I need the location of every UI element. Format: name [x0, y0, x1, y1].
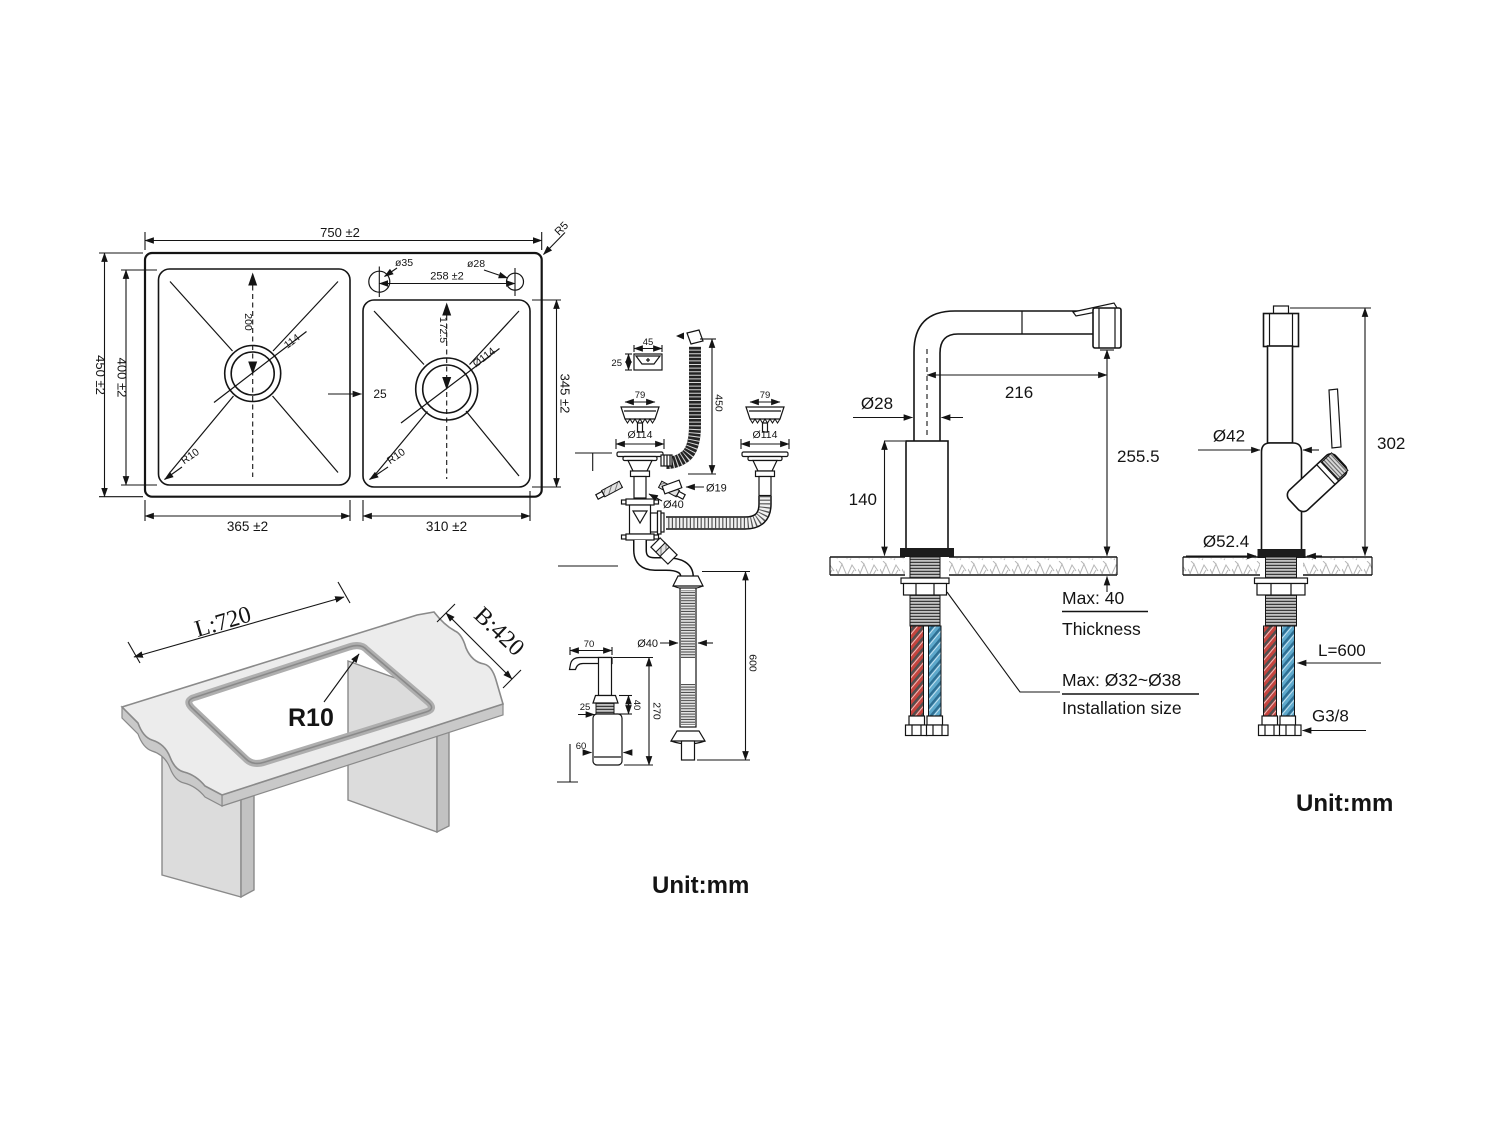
overflow-cover: 45 25 — [611, 337, 663, 371]
dim-spout-height: 255.5 — [1117, 447, 1160, 466]
dim-reach: 216 — [1005, 383, 1033, 402]
left-strainer: 79 Ø114 Ø19 Ø40 — [595, 390, 727, 511]
dim-right-drain-dia: Ø114 — [471, 345, 498, 370]
dim-hole-spacing: 258 ±2 — [430, 271, 464, 283]
dim-bowl-depth: 400 ±2 — [115, 358, 130, 398]
dim-body-height: 140 — [849, 490, 877, 509]
waste-trap: Ø40 600 — [620, 498, 759, 761]
faucet-holes: 258 ±2 ø35 ø28 — [368, 257, 525, 297]
dim-waste-pipe-length: 600 — [747, 654, 759, 672]
pullout-faucet: Ø28 216 255.5 140 Max: 40 Thickness Max:… — [829, 302, 1199, 737]
dim-left-drain-offset: 200 — [242, 313, 254, 331]
dim-right-basket-width: 79 — [760, 390, 771, 401]
dim-hole-right-dia: ø28 — [467, 258, 485, 270]
dim-tail-dia: Ø40 — [663, 499, 684, 511]
left-bowl-detail: 114 200 R10 — [164, 272, 339, 480]
dim-overall-width: 750 ±2 — [320, 225, 360, 240]
installation-size-value: Max: Ø32~Ø38 — [1062, 670, 1181, 690]
dim-right-drain-offset: 172.5 — [437, 317, 449, 343]
sink-top-view: 750 ±2 R5 450 ±2 400 ±2 365 ±2 310 ±2 34… — [93, 220, 573, 534]
dim-dispenser-spout: 70 — [584, 639, 595, 650]
installation-size-label: Installation size — [1062, 698, 1182, 718]
drain-kit: 45 25 450 79 Ø114 — [557, 329, 790, 899]
dim-overflow-hose-dia: Ø19 — [706, 483, 727, 495]
unit-label-right: Unit:mm — [1296, 790, 1393, 817]
soap-dispenser: 70 25 40 270 60 — [568, 639, 663, 766]
supply-hoses-left — [900, 556, 950, 737]
cutout-length-label: L:720 — [192, 602, 254, 643]
dim-left-basket-width: 79 — [635, 390, 646, 401]
thickness-label: Thickness — [1062, 619, 1141, 639]
dim-dispenser-collar: 25 — [580, 702, 591, 713]
right-bowl-detail: Ø114 172.5 R10 — [369, 302, 520, 480]
dim-overflow-hose-length: 450 — [713, 394, 725, 412]
overflow-hose: 450 — [665, 329, 725, 475]
dim-overflow-cover-width: 45 — [643, 337, 654, 348]
counter-section-left — [829, 556, 1118, 576]
cutout-corner-radius-label: R10 — [288, 704, 334, 732]
dim-body-dia: Ø42 — [1213, 427, 1245, 446]
dim-right-flange-dia: Ø114 — [753, 429, 778, 441]
dim-right-corner-radius: R10 — [385, 446, 408, 467]
cutout-width-label: B:420 — [469, 602, 529, 661]
supply-hoses-right — [1253, 556, 1309, 737]
dim-outer-corner-radius: R5 — [553, 220, 571, 238]
dim-dispenser-thread-height: 40 — [631, 700, 642, 711]
unit-label-center: Unit:mm — [652, 872, 749, 899]
dim-left-corner-radius: R10 — [179, 446, 202, 467]
dim-dispenser-bottle-dia: 60 — [576, 741, 587, 752]
dim-dispenser-height: 270 — [651, 702, 663, 720]
dim-base-dia: Ø52.4 — [1203, 532, 1249, 551]
dim-height: 302 — [1377, 434, 1405, 453]
bar-faucet: Ø42 302 Ø52.4 L=600 G3/8 Unit:mm — [1182, 305, 1405, 817]
thread-size-label: G3/8 — [1312, 707, 1349, 726]
dim-divider-width: 25 — [373, 387, 387, 401]
dim-spout-dia: Ø28 — [861, 394, 893, 413]
countertop-cutout-3d: L:720 B:420 R10 — [120, 581, 529, 899]
dim-right-bowl-width: 310 ±2 — [426, 519, 467, 534]
dim-waste-pipe-dia: Ø40 — [637, 638, 658, 650]
dim-hole-left-dia: ø35 — [395, 257, 413, 269]
dim-right-bowl-depth: 345 ±2 — [558, 374, 573, 414]
dim-left-flange-dia: Ø114 — [628, 429, 653, 441]
dim-left-bowl-width: 365 ±2 — [227, 519, 268, 534]
hose-length-label: L=600 — [1318, 641, 1366, 660]
max-thickness-value: Max: 40 — [1062, 588, 1125, 608]
dim-overflow-cover-height: 25 — [611, 358, 622, 369]
dim-overall-depth: 450 ±2 — [93, 355, 108, 395]
right-strainer: 79 Ø114 — [666, 390, 790, 530]
counter-section-right — [1182, 556, 1373, 576]
